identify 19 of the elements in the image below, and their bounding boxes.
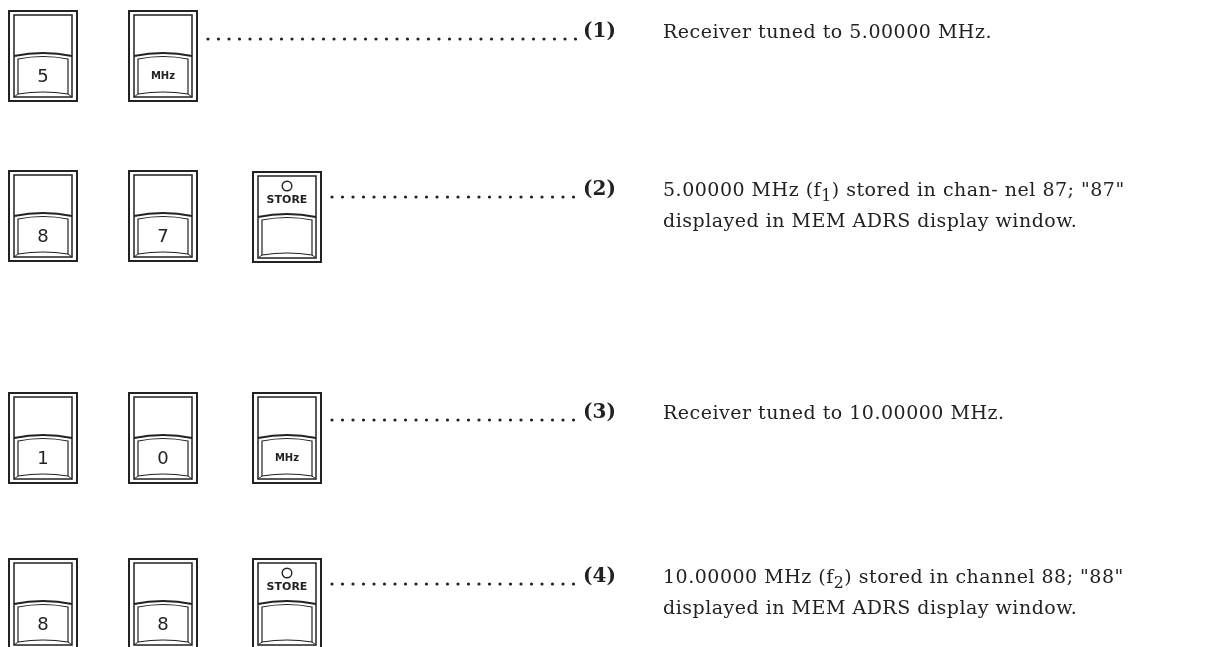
step-number: (2) [583, 176, 616, 200]
key-button: 1 [8, 392, 78, 484]
key-button: 8 [128, 558, 198, 647]
key-button: STORE [252, 558, 322, 647]
key-button: STORE [252, 171, 322, 263]
step-description: 5.00000 MHz (f$_{1}$) stored in chan- nel 87; "87" displayed in MEM ADRS display window. [663, 177, 1126, 233]
key-button: 5 [8, 10, 78, 102]
step-number: (4) [583, 563, 616, 587]
step-number: (3) [583, 399, 616, 423]
key-button: MHz [128, 10, 198, 102]
step-description: Receiver tuned to 5.00000 MHz. [663, 19, 993, 44]
key-button: 8 [8, 170, 78, 262]
key-button: 8 [8, 558, 78, 647]
step-number: (1) [583, 18, 616, 42]
step-description: 10.00000 MHz (f$_{2}$) stored in channel 88; "88" displayed in MEM ADRS display window. [663, 564, 1125, 620]
key-button: 7 [128, 170, 198, 262]
key-button: 0 [128, 392, 198, 484]
key-button: MHz [252, 392, 322, 484]
step-description: Receiver tuned to 10.00000 MHz. [663, 400, 1006, 425]
